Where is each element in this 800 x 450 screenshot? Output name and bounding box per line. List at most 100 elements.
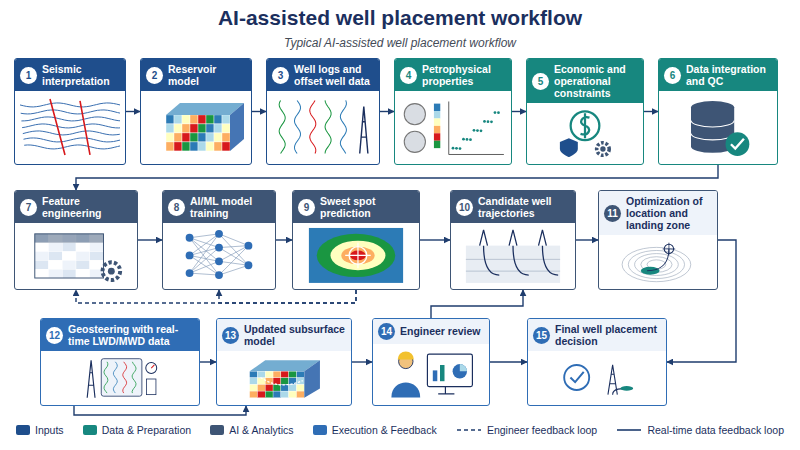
- feedback-connector: [219, 290, 356, 303]
- step-number: 12: [46, 327, 63, 344]
- diagram-caption: Typical AI-assisted well placement workf…: [0, 36, 800, 50]
- step-title: Data integration and QC: [686, 63, 772, 87]
- legend-text: Engineer feedback loop: [487, 424, 597, 436]
- node-illustration: [46, 354, 194, 401]
- legend-swatch: [313, 425, 327, 435]
- process-box: 1Seismic interpretation: [14, 58, 126, 165]
- box-illustration: [267, 91, 379, 163]
- step-title: Optimization of location and landing zon…: [626, 195, 712, 231]
- process-box: 9 Sweet spot prediction: [292, 190, 420, 290]
- step-title: Sweet spot prediction: [320, 195, 414, 219]
- legend-text: AI & Analytics: [229, 424, 293, 436]
- flow-connector: [352, 361, 372, 362]
- legend-swatch: [83, 425, 97, 435]
- process-box: 14 Engineer review: [372, 318, 490, 406]
- box-header: 4 Petrophysical properties: [395, 59, 511, 91]
- node-illustration: [400, 94, 506, 160]
- box-header: 15 Final well placement decision: [528, 319, 666, 351]
- box-illustration: [15, 223, 137, 288]
- node-illustration: [20, 226, 132, 285]
- step-number: 1: [20, 67, 37, 84]
- box-illustration: [217, 351, 351, 404]
- box-header: 3Well logs and offset well data: [267, 59, 379, 91]
- step-title: Geosteering with real-time LWD/MWD data: [68, 323, 194, 347]
- legend-text: Real-time data feedback loop: [647, 424, 784, 436]
- box-illustration: [599, 235, 717, 288]
- node-illustration: [146, 94, 246, 160]
- flow-connector: [576, 239, 598, 240]
- step-title: Final well placement decision: [555, 323, 661, 347]
- step-title: Engineer review: [400, 325, 481, 337]
- step-number: 8: [168, 199, 185, 216]
- step-number: 15: [533, 327, 550, 344]
- legend-line-sample: [616, 425, 642, 435]
- box-header: 1Seismic interpretation: [15, 59, 125, 91]
- legend-item: Real-time data feedback loop: [616, 424, 784, 436]
- box-header: 11 Optimization of location and landing z…: [599, 191, 717, 235]
- box-illustration: [395, 91, 511, 163]
- box-illustration: [15, 91, 125, 163]
- step-number: 13: [222, 327, 239, 344]
- node-illustration: [272, 94, 374, 160]
- box-header: 5 Economic and operational constraints: [527, 59, 643, 103]
- box-illustration: [373, 344, 489, 404]
- process-box: 15 Final well placement decision: [527, 318, 667, 406]
- node-illustration: [168, 226, 270, 285]
- flow-connector: [490, 361, 527, 362]
- node-illustration: [533, 354, 661, 401]
- step-number: 4: [400, 67, 417, 84]
- flow-connector: [76, 165, 718, 190]
- flow-connector: [138, 239, 162, 240]
- legend-swatch: [210, 425, 224, 435]
- node-illustration: [222, 354, 346, 401]
- step-number: 5: [532, 73, 549, 90]
- process-box: 5 Economic and operational constraints: [526, 58, 644, 165]
- legend-swatch: [16, 425, 30, 435]
- flow-connector: [74, 406, 246, 415]
- step-number: 2: [146, 67, 163, 84]
- legend-item: Inputs: [16, 424, 64, 436]
- box-header: 7Feature engineering: [15, 191, 137, 223]
- process-box: 6 Data integration and QC: [658, 58, 778, 165]
- box-illustration: [141, 91, 251, 163]
- box-illustration: [163, 223, 275, 288]
- step-number: 10: [456, 199, 473, 216]
- process-box: 8AI/ML model training: [162, 190, 276, 290]
- box-illustration: [451, 223, 575, 288]
- flow-connector: [126, 111, 140, 112]
- process-box: 7Feature engineering: [14, 190, 138, 290]
- flow-connector: [380, 111, 394, 112]
- process-box: 12 Geosteering with real-time LWD/MWD dat…: [40, 318, 200, 406]
- legend-line-sample: [456, 425, 482, 435]
- step-number: 6: [664, 67, 681, 84]
- process-box: 3Well logs and offset well data: [266, 58, 380, 165]
- flow-connector: [431, 290, 523, 318]
- node-illustration: [378, 347, 484, 401]
- box-header: 8AI/ML model training: [163, 191, 275, 223]
- step-title: Candidate well trajectories: [478, 195, 570, 219]
- step-title: Petrophysical properties: [422, 63, 506, 87]
- node-illustration: [20, 94, 120, 160]
- step-number: 14: [378, 323, 395, 340]
- flow-connector: [512, 111, 526, 112]
- process-box: 2 Reservoir model: [140, 58, 252, 165]
- flow-connector: [644, 111, 658, 112]
- legend-text: Inputs: [35, 424, 64, 436]
- legend: InputsData & PreparationAI & AnalyticsEx…: [16, 424, 784, 436]
- step-number: 9: [298, 199, 315, 216]
- process-box: 4 Petrophysical properties: [394, 58, 512, 165]
- node-illustration: [664, 94, 772, 160]
- legend-text: Execution & Feedback: [332, 424, 437, 436]
- step-title: Reservoir model: [168, 63, 246, 87]
- node-illustration: [532, 106, 638, 160]
- legend-item: Engineer feedback loop: [456, 424, 597, 436]
- flow-connector: [252, 111, 266, 112]
- step-number: 7: [20, 199, 37, 216]
- box-header: 10 Candidate well trajectories: [451, 191, 575, 223]
- legend-item: AI & Analytics: [210, 424, 293, 436]
- step-title: Economic and operational constraints: [554, 63, 638, 99]
- box-header: 13Updated subsurface model: [217, 319, 351, 351]
- box-illustration: [659, 91, 777, 163]
- step-number: 11: [604, 205, 621, 222]
